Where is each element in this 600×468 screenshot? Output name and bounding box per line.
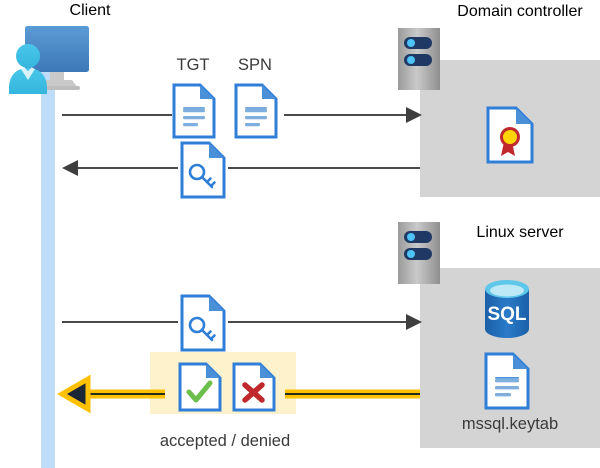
sql-label: SQL <box>487 304 526 325</box>
sql-database-icon: SQL <box>478 278 536 340</box>
spn-document-icon <box>234 83 278 139</box>
spn-label: SPN <box>238 56 272 74</box>
flow-2-arrowhead <box>62 160 78 176</box>
denied-document-icon <box>232 362 276 412</box>
keytab-filename-label: mssql.keytab <box>461 415 559 433</box>
flow-4-arrowhead <box>56 374 91 414</box>
user-monitor-icon <box>6 24 110 96</box>
keytab-document-icon <box>484 352 530 410</box>
flow-1-arrowhead <box>406 107 422 123</box>
linux-server-title: Linux server <box>476 224 564 241</box>
client-lifeline <box>41 72 55 468</box>
client-title: Client <box>69 2 111 19</box>
accepted-document-icon <box>178 362 222 412</box>
certificate-document-icon <box>486 106 534 164</box>
tgt-label: TGT <box>176 56 210 74</box>
server-rack-icon-dc <box>398 28 440 90</box>
key-document-icon-2 <box>180 294 226 352</box>
domain-controller-title: Domain controller <box>457 3 583 20</box>
flow-3-arrowhead <box>406 314 422 330</box>
tgt-document-icon <box>172 83 216 139</box>
key-document-icon <box>180 141 226 199</box>
accepted-denied-caption: accepted / denied <box>159 432 291 450</box>
server-rack-icon-linux <box>398 222 440 284</box>
flow-4-yellow-arrow <box>56 374 420 414</box>
